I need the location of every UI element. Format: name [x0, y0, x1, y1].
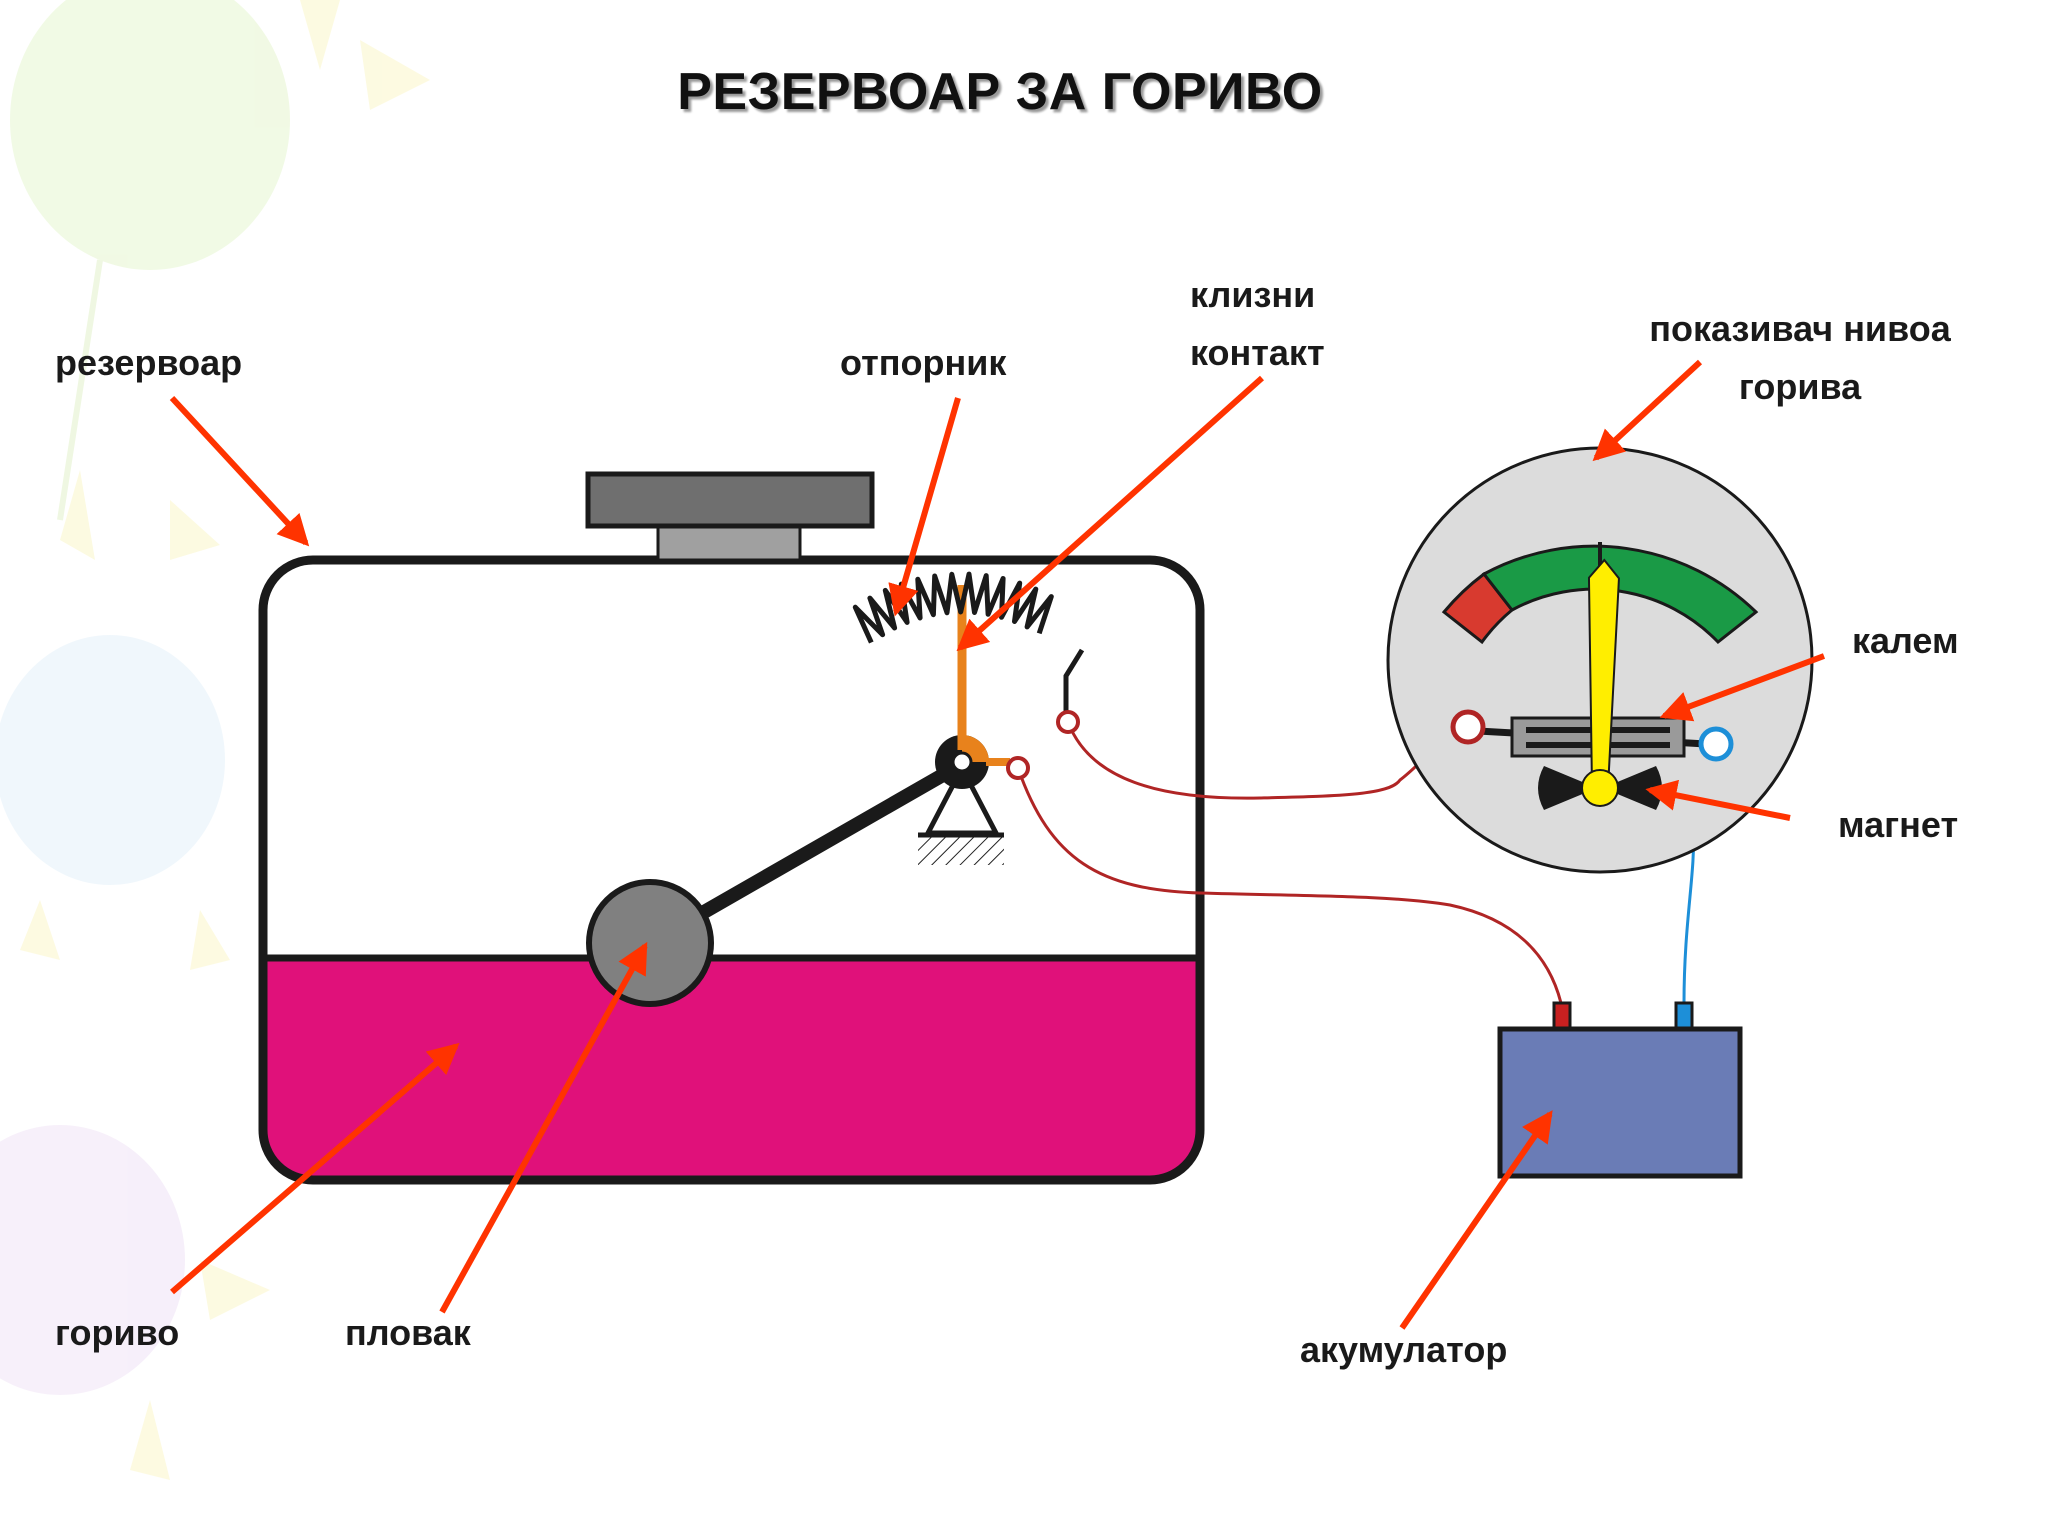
terminal-slider [1006, 756, 1030, 780]
label-gauge: показивач нивоа горива [1620, 300, 1980, 416]
arrow-battery [1399, 1110, 1553, 1330]
resistor-coil [852, 571, 1054, 644]
label-gauge-line2: горива [1738, 366, 1862, 407]
fuel-gauge [1386, 446, 1814, 874]
label-coil: калем [1852, 620, 1959, 661]
balloon-green [10, 0, 290, 270]
arrow-resistor [888, 397, 961, 617]
arrow-float [439, 941, 648, 1314]
label-gauge-line1: показивач нивоа [1649, 308, 1951, 349]
page-title: РЕЗЕРВОАР ЗА ГОРИВО [677, 63, 1323, 121]
battery [1497, 1001, 1743, 1179]
label-fuel: гориво [55, 1312, 180, 1353]
label-slider-line2: контакт [1190, 332, 1325, 373]
pointer-arrows [169, 359, 1826, 1330]
filler-neck [656, 524, 802, 562]
arrow-slider [956, 375, 1264, 652]
pivot-support [923, 762, 1001, 836]
label-tank: резервоар [55, 342, 243, 383]
float [586, 879, 714, 1007]
arrow-tank [169, 395, 310, 547]
battery-body [1497, 1026, 1743, 1179]
label-battery: акумулатор [1300, 1329, 1508, 1370]
arrow-magnet [1645, 779, 1791, 821]
battery-terminal-negative [1674, 1001, 1694, 1031]
battery-terminal-positive [1552, 1001, 1572, 1031]
pivot-hatch [918, 835, 1004, 865]
label-slider-contact: клизни контакт [1190, 266, 1325, 382]
gauge-terminal-red [1450, 709, 1486, 745]
terminal-resistor [1056, 710, 1080, 734]
fuel-tank [258, 471, 1205, 1185]
resistor-lead [1063, 648, 1085, 712]
fuel-level [263, 958, 1200, 1180]
arrow-fuel [170, 1042, 460, 1295]
arrow-gauge [1592, 359, 1703, 462]
balloon-blue [0, 635, 225, 885]
wire-slider-to-battery [1016, 767, 1563, 1004]
needle-hub [1581, 769, 1619, 807]
pivot-hole [951, 751, 973, 773]
label-magnet: магнет [1838, 804, 1959, 845]
gauge-scale-green [1481, 544, 1759, 645]
label-resistor: отпорник [840, 342, 1007, 383]
background-decoration [0, 0, 430, 1480]
sender-unit [586, 571, 1085, 1007]
filler-cap [585, 471, 875, 529]
label-float: пловак [345, 1312, 471, 1353]
magnet-left [1538, 766, 1597, 810]
balloon-purple [0, 1125, 185, 1395]
arrow-coil [1659, 653, 1826, 722]
gauge-terminal-blue [1698, 726, 1734, 762]
label-slider-line1: клизни [1190, 274, 1316, 315]
